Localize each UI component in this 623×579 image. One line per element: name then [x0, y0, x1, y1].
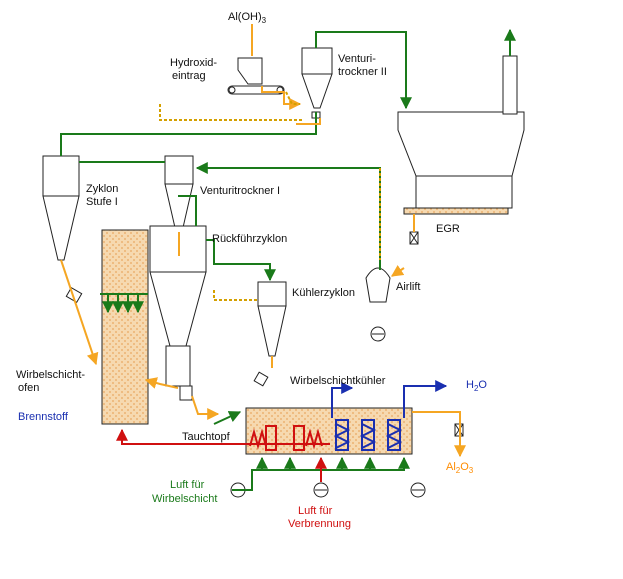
- solids-lines-dashed: [159, 91, 381, 301]
- label-aloh3: Al(OH)3: [228, 11, 267, 25]
- label-egr: EGR: [436, 223, 460, 235]
- label-brennstoff: Brennstoff: [18, 411, 69, 423]
- fluid-bed-furnace: [101, 229, 149, 425]
- label-kuehlerzyklon: Kühlerzyklon: [292, 287, 355, 299]
- solids-lines: [60, 24, 466, 458]
- kuehler-zyklon: [257, 281, 287, 357]
- label-luft-ws-1: Luft für: [170, 479, 205, 491]
- fuel-heating-coils: [249, 425, 323, 451]
- airlift: [365, 267, 391, 303]
- cooling-water-lines: [331, 380, 448, 418]
- label-airlift: Airlift: [396, 281, 420, 293]
- combustion-air-lines: [116, 428, 330, 482]
- zyklon-stufe-1: [42, 155, 80, 261]
- label-venturi1: Venturitrockner I: [200, 185, 280, 197]
- fluid-bed-cooler: [245, 407, 413, 455]
- label-tauchtopf: Tauchtopf: [182, 431, 231, 443]
- label-al2o3: Al2O3: [446, 461, 474, 475]
- label-venturi2-2: trockner II: [338, 66, 387, 78]
- label-zyklon-1: Zyklon: [86, 183, 118, 195]
- label-hydroxid-1: Hydroxid-: [170, 57, 217, 69]
- label-wsofen-2: ofen: [18, 382, 39, 394]
- egr-filter: [397, 55, 525, 215]
- label-venturi2-1: Venturi-: [338, 53, 376, 65]
- label-wsofen-1: Wirbelschicht-: [16, 369, 85, 381]
- label-luft-vb-1: Luft für: [298, 505, 333, 517]
- venturi-dryer-1: [164, 155, 194, 233]
- label-hydroxid-2: eintrag: [172, 70, 206, 82]
- hydroxid-feed-hopper: [227, 57, 285, 95]
- label-zyklon-2: Stufe I: [86, 196, 118, 208]
- venturi-dryer-2: [301, 47, 333, 119]
- label-rueckfuehr: Rückführzyklon: [212, 233, 287, 245]
- water-cooling-coils: [333, 419, 403, 451]
- label-luft-ws-2: Wirbelschicht: [152, 493, 217, 505]
- label-luft-vb-2: Verbrennung: [288, 518, 351, 530]
- label-wskuehler: Wirbelschichtkühler: [290, 375, 386, 387]
- blower-fan-icon: [230, 326, 426, 498]
- label-h2o: H2O: [466, 379, 487, 393]
